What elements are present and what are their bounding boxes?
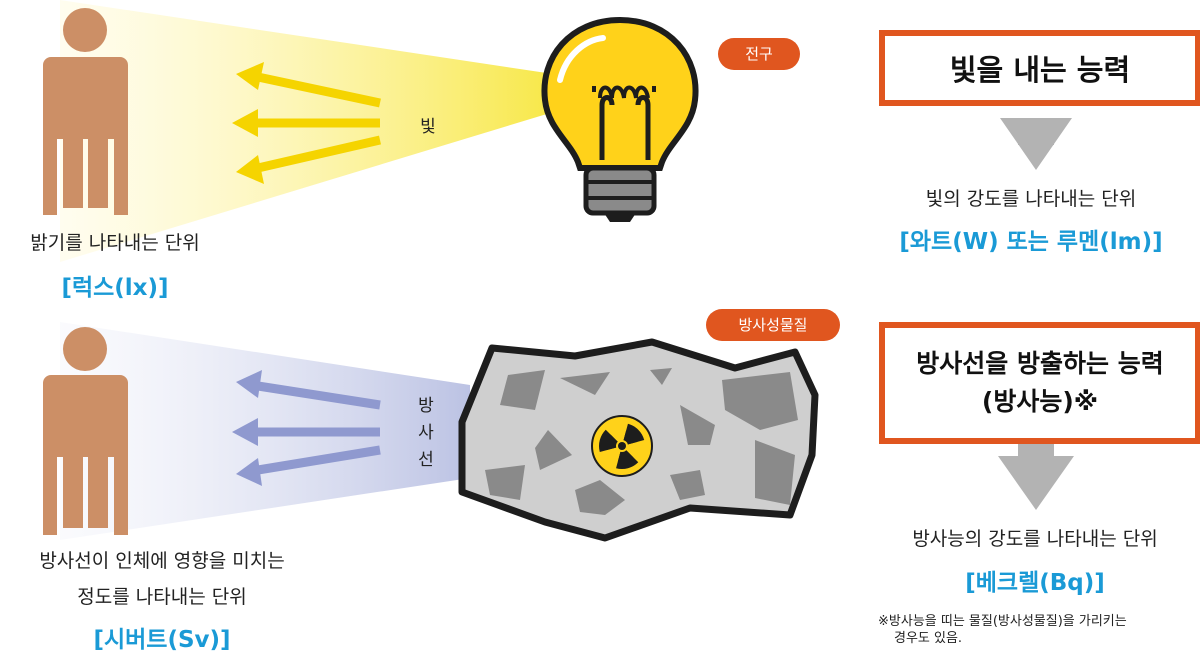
radiation-trefoil-icon: [591, 415, 653, 477]
radioactivity-box: 방사선을 방출하는 능력 (방사능)※: [879, 322, 1200, 444]
lux-unit: [럭스(lx)]: [61, 275, 169, 301]
brightness-unit-description: 밝기를 나타내는 단위: [30, 232, 200, 254]
down-arrow-icon: [1000, 118, 1072, 170]
radioactivity-intensity-description: 방사능의 강도를 나타내는 단위: [912, 528, 1158, 550]
down-arrow-icon: [998, 440, 1074, 510]
sievert-unit: [시버트(Sv)]: [93, 627, 231, 653]
light-arrows: [232, 62, 382, 184]
radiation-arrows: [232, 370, 381, 486]
bulb-badge: 전구: [718, 38, 800, 70]
watt-lumen-unit: [와트(W) 또는 루멘(lm)]: [899, 229, 1163, 255]
light-ray-label: 빛: [420, 117, 436, 137]
material-badge: 방사성물질: [706, 309, 840, 341]
footnote: ※방사능을 띠는 물질(방사성물질)을 가리키는 경우도 있음.: [878, 614, 1127, 646]
person-icon: [43, 8, 128, 215]
light-intensity-description: 빛의 강도를 나타내는 단위: [925, 188, 1137, 210]
becquerel-unit: [베크렐(Bq)]: [965, 570, 1105, 596]
radiation-ray-label: 방 사 선: [418, 396, 434, 470]
human-effect-description: 방사선이 인체에 영향을 미치는 정도를 나타내는 단위: [39, 550, 285, 608]
person-icon: [43, 327, 128, 535]
light-ability-box: 빛을 내는 능력: [879, 30, 1200, 106]
light-beam: [60, 0, 560, 262]
light-bulb-icon: [541, 16, 699, 222]
